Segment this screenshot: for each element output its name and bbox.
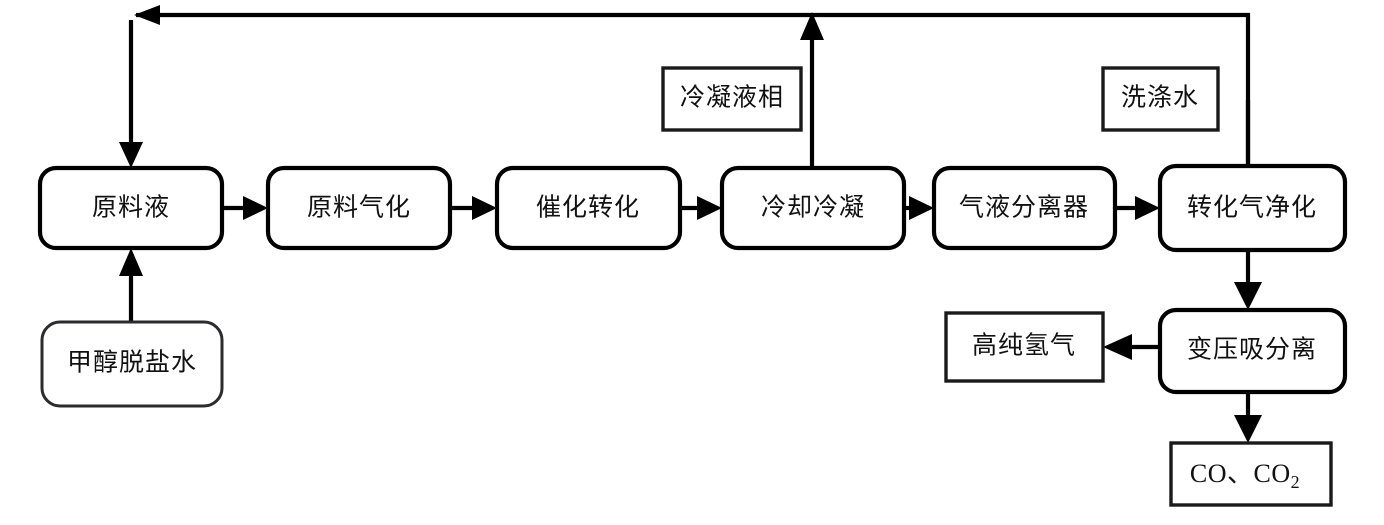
- node-label-feed-vaporization: 原料气化: [307, 194, 411, 222]
- node-label-co-co2: CO、CO2: [1190, 459, 1300, 492]
- arrow-head-up: [800, 12, 824, 40]
- node-label-gas-liquid-separator: 气液分离器: [959, 194, 1089, 222]
- node-methanol-demin-water[interactable]: 甲醇脱盐水: [40, 320, 224, 408]
- node-label-catalytic-conversion: 催化转化: [536, 194, 640, 222]
- edge-condensate-recycle-to-cooling: [800, 12, 824, 168]
- edge-purification-to-psa: [1234, 250, 1262, 310]
- node-psa-separation[interactable]: 变压吸分离: [1157, 307, 1348, 395]
- node-label-co-co2-main: CO、CO: [1190, 459, 1291, 488]
- edge-catalytic-to-cooling: [680, 196, 722, 220]
- node-label-wash-water: 洗涤水: [1121, 84, 1199, 112]
- arrow-head-down: [119, 142, 143, 168]
- edge-feed-liquid-to-vaporization: [222, 196, 268, 220]
- node-label-cooling-condensation: 冷却冷凝: [761, 194, 865, 222]
- node-label-co-co2-subscript: 2: [1291, 472, 1301, 492]
- node-catalytic-conversion[interactable]: 催化转化: [494, 165, 683, 251]
- node-label-high-purity-hydrogen: 高纯氢气: [972, 332, 1076, 360]
- node-cooling-condensation[interactable]: 冷却冷凝: [719, 165, 907, 251]
- node-high-purity-hydrogen[interactable]: 高纯氢气: [944, 311, 1105, 383]
- node-label-methanol-demin-water: 甲醇脱盐水: [67, 349, 197, 377]
- node-wash-water[interactable]: 洗涤水: [1101, 66, 1220, 132]
- edge-separator-to-purification: [1115, 196, 1160, 220]
- node-feed-vaporization[interactable]: 原料气化: [265, 165, 453, 251]
- node-gas-liquid-separator[interactable]: 气液分离器: [931, 165, 1118, 251]
- node-label-psa-separation: 变压吸分离: [1187, 336, 1317, 364]
- edge-vaporization-to-catalytic: [450, 196, 497, 220]
- arrow-head-left: [134, 5, 160, 25]
- edge-psa-to-co-co2: [1234, 392, 1262, 443]
- edge-demin-water-to-feed-liquid: [119, 248, 143, 322]
- node-feed-liquid[interactable]: 原料液: [37, 165, 225, 251]
- node-label-condensate-liquid-phase: 冷凝液相: [680, 84, 784, 112]
- node-condensate-liquid-phase[interactable]: 冷凝液相: [661, 66, 803, 132]
- edge-cooling-to-separator: [904, 196, 934, 220]
- node-label-feed-liquid: 原料液: [92, 194, 170, 222]
- node-co-co2[interactable]: CO、CO2: [1169, 441, 1333, 507]
- edge-psa-to-hydrogen: [1103, 334, 1160, 360]
- node-label-shift-gas-purification: 转化气净化: [1187, 194, 1317, 222]
- node-shift-gas-purification[interactable]: 转化气净化: [1157, 163, 1348, 253]
